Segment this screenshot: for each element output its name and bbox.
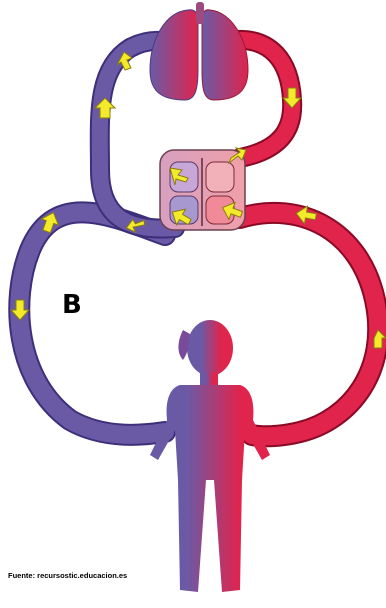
lungs-icon xyxy=(150,2,248,100)
heart-icon xyxy=(160,150,245,230)
systemic-vein-left-fill xyxy=(19,212,165,434)
circuit-letter-label: B xyxy=(62,292,82,318)
human-figure-icon xyxy=(150,320,270,592)
systemic-artery-right-fill xyxy=(240,213,378,436)
source-credit: Fuente: recursostic.educacion.es xyxy=(8,571,127,580)
